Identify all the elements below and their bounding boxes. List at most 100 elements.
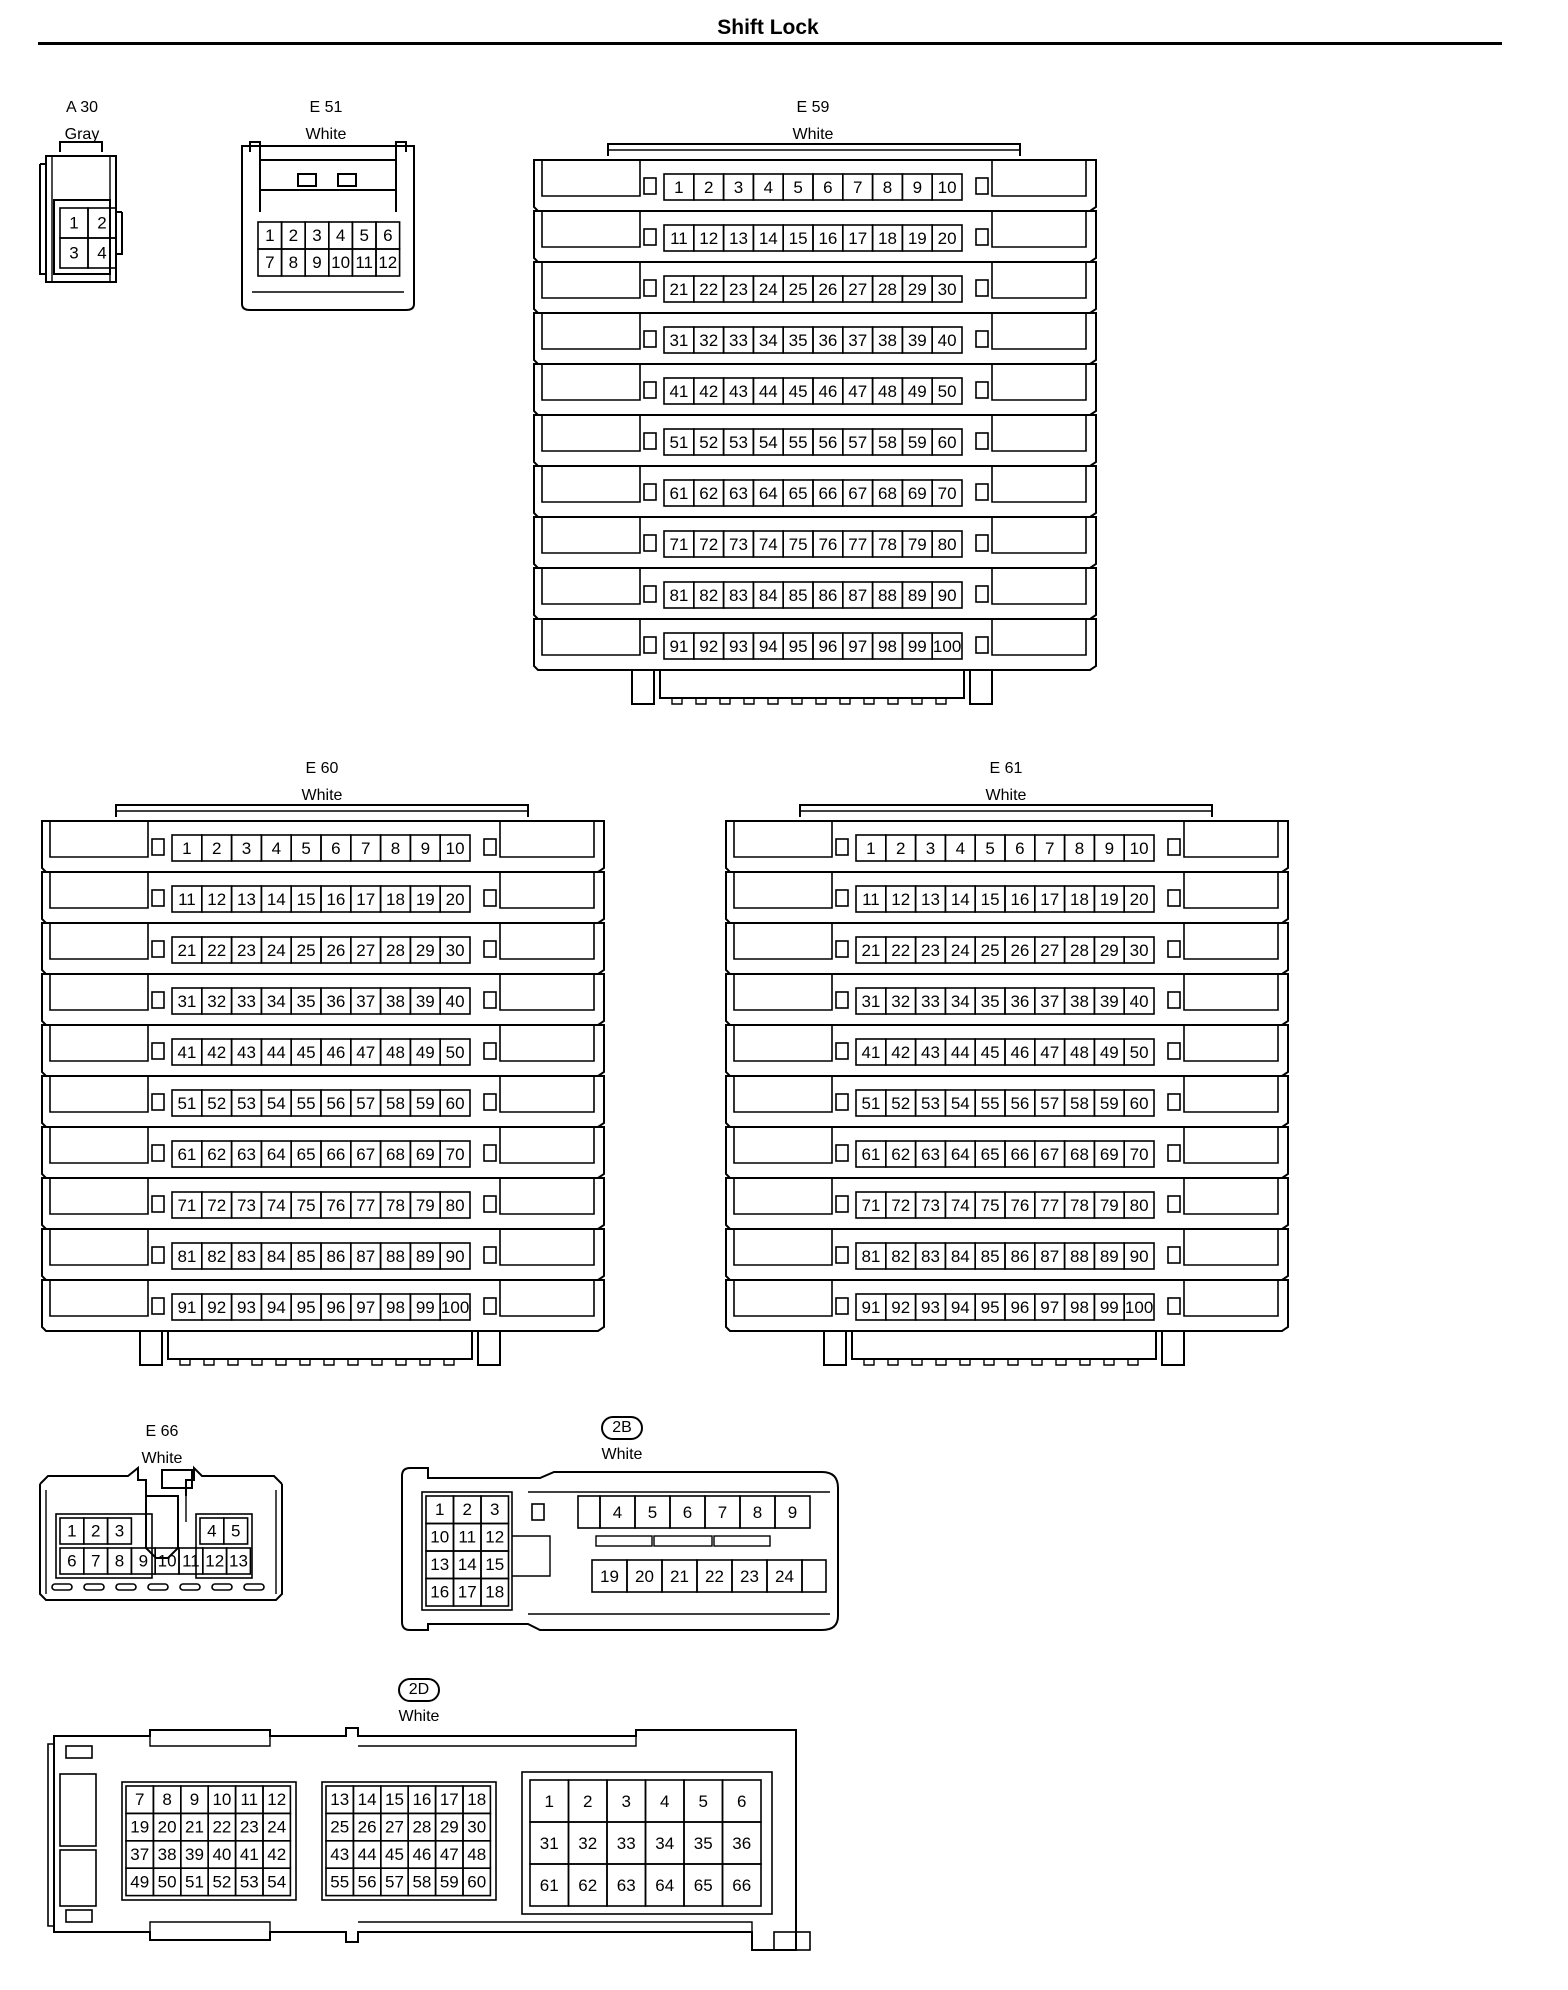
outline (419, 1359, 431, 1366)
pin-cell (375, 248, 401, 277)
pin-label: 16 (326, 890, 345, 909)
outline (533, 159, 1097, 212)
pin-label: 51 (177, 1094, 196, 1113)
pin-label: 41 (240, 1845, 259, 1864)
pin-label: 68 (878, 484, 897, 503)
pin-label: 12 (267, 1790, 286, 1809)
outline (791, 698, 803, 705)
outline (725, 1177, 1289, 1230)
outline (39, 1465, 147, 1496)
pin-cell (931, 632, 963, 660)
pin-key (151, 940, 165, 958)
pin-label: 24 (267, 1818, 286, 1837)
outline (39, 1484, 283, 1601)
pin-label: 7 (135, 1790, 144, 1809)
pin-label: 83 (921, 1247, 940, 1266)
pin-key (643, 483, 657, 501)
pin-label: 39 (908, 331, 927, 350)
pin-label: 62 (578, 1876, 597, 1895)
pin-label: 92 (207, 1298, 226, 1317)
outline (533, 567, 1097, 620)
pin-label: 18 (485, 1583, 504, 1602)
pin-label: 48 (878, 382, 897, 401)
pin-label: 29 (416, 941, 435, 960)
outline (541, 313, 641, 350)
pin-label: 19 (600, 1567, 619, 1586)
pin-label: 19 (1100, 890, 1119, 909)
pin-label: 82 (207, 1247, 226, 1266)
outline (991, 568, 1087, 605)
pin-label: 23 (921, 941, 940, 960)
pin-label: 50 (938, 382, 957, 401)
pin-key (531, 1503, 545, 1521)
pin-label: 18 (386, 890, 405, 909)
pin-label: 47 (1040, 1043, 1059, 1062)
pin-label: 10 (430, 1528, 449, 1547)
pin-key (483, 1195, 497, 1213)
pin-label: 49 (416, 1043, 435, 1062)
pin-key (975, 381, 989, 399)
pin-label: 61 (177, 1145, 196, 1164)
pin-label: 21 (861, 941, 880, 960)
outline (725, 1075, 1289, 1128)
pin-label: 66 (326, 1145, 345, 1164)
pin-label: 55 (981, 1094, 1000, 1113)
pin-label: 67 (1040, 1145, 1059, 1164)
pin-key (1167, 1297, 1181, 1315)
pin-label: 20 (938, 229, 957, 248)
pin-label: 30 (1130, 941, 1149, 960)
pin-label: 77 (356, 1196, 375, 1215)
pin-label: 1 (265, 226, 274, 245)
pin-key (975, 228, 989, 246)
outline (991, 160, 1087, 197)
outline (477, 1330, 501, 1366)
pin-label: 98 (386, 1298, 405, 1317)
pin-label: 13 (921, 890, 940, 909)
outline (161, 1469, 193, 1489)
outline (149, 1736, 271, 1747)
pin-key (151, 889, 165, 907)
outline (659, 670, 965, 699)
pin-key (151, 1144, 165, 1162)
outline (358, 1921, 753, 1932)
pin-label: 30 (446, 941, 465, 960)
pin-key (643, 381, 657, 399)
pin-label: 27 (1040, 941, 1059, 960)
pin-label: 3 (734, 178, 743, 197)
pin-label: 8 (289, 253, 298, 272)
pin-cell (1123, 987, 1155, 1015)
outline (969, 669, 993, 705)
pin-label: 73 (237, 1196, 256, 1215)
latch (147, 1583, 169, 1591)
outline (733, 1280, 833, 1317)
outline (149, 1921, 271, 1932)
pin-key (975, 279, 989, 297)
pin-label: 62 (891, 1145, 910, 1164)
pin-label: 20 (635, 1567, 654, 1586)
pin-key (643, 534, 657, 552)
pin-label: 4 (764, 178, 773, 197)
pin-label: 14 (759, 229, 778, 248)
outline (49, 1127, 149, 1164)
pin-label: 96 (818, 637, 837, 656)
pin-label: 38 (1070, 992, 1089, 1011)
pin-label: 53 (237, 1094, 256, 1113)
pin-label: 32 (578, 1834, 597, 1853)
pin-label: 74 (759, 535, 778, 554)
pin-housing (321, 1781, 497, 1901)
outline (725, 1126, 1289, 1179)
pin-key (975, 483, 989, 501)
connector-color: White (985, 787, 1027, 804)
pin-cell (87, 237, 117, 269)
pin-label: 82 (891, 1247, 910, 1266)
outline (733, 821, 833, 858)
outline (499, 1178, 595, 1215)
pin-housing (55, 1513, 153, 1579)
pin-label: 2 (704, 178, 713, 197)
pin-label: 1 (69, 213, 78, 232)
outline (323, 1359, 335, 1366)
outline (733, 923, 833, 960)
outline (863, 1359, 875, 1366)
pin-label: 92 (891, 1298, 910, 1317)
